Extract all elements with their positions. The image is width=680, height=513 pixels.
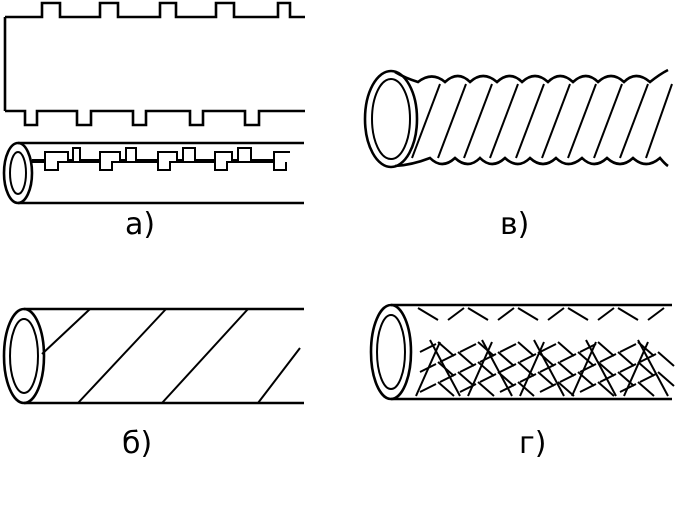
braid-strand <box>547 307 565 321</box>
braid-strand <box>419 383 437 393</box>
braid-strand <box>597 381 615 397</box>
braid-strand <box>539 343 557 353</box>
braid-strand <box>439 353 457 363</box>
braid-strand <box>457 371 475 387</box>
braid-strand <box>579 383 597 393</box>
figure-b: б) <box>2 307 304 461</box>
braid-strand <box>437 341 455 357</box>
braid-strand <box>597 361 615 377</box>
braid-strand <box>597 307 615 321</box>
braid-strand <box>619 343 637 353</box>
braid-strand <box>439 373 457 383</box>
braid-strand <box>577 351 595 367</box>
pipe-a-inner-corrugation-lower <box>32 161 287 171</box>
pipe-a-inner-corrugation <box>32 147 290 161</box>
braid-strand <box>637 381 655 397</box>
braid-strand <box>497 351 515 367</box>
braid-strand <box>447 307 465 321</box>
braid-strand <box>597 341 615 357</box>
braid-strand <box>579 343 597 353</box>
pipe-v-end-inner <box>371 78 411 160</box>
braid-strand <box>519 353 537 363</box>
braid-strand <box>585 339 617 397</box>
braid-strand <box>559 373 577 383</box>
braid-strand <box>539 383 557 393</box>
braid-strand <box>459 343 477 353</box>
braid-strand <box>617 307 639 321</box>
pipe-b-helix-stripe <box>41 308 91 355</box>
label-b: б) <box>122 426 152 461</box>
braid-strand <box>517 307 539 321</box>
braid-strand <box>479 373 497 383</box>
braid-strand <box>497 307 515 321</box>
pipe-v-stripe <box>593 83 623 159</box>
braid-strand <box>647 307 665 321</box>
pipe-v-stripe <box>515 83 545 159</box>
pipe-v-stripe <box>489 83 519 159</box>
braid-strand <box>639 373 657 383</box>
braid-strand <box>619 363 637 373</box>
pipe-v-stripe <box>567 83 597 159</box>
label-a: а) <box>125 207 155 242</box>
pipe-v-end-outer <box>363 69 419 169</box>
pipe-b-helix-stripe <box>161 308 249 404</box>
pipe-a-end-inner <box>9 151 27 195</box>
braid-strand <box>637 361 655 377</box>
braid-strand <box>499 343 517 353</box>
braid-strand <box>557 361 575 377</box>
profile-bottom-edge <box>5 109 305 127</box>
profile-top-edge <box>5 1 305 19</box>
braid-strand <box>429 339 461 397</box>
pipe-v-stripe <box>463 83 493 159</box>
pipe-g-braid <box>415 307 675 397</box>
braid-strand <box>517 341 535 357</box>
braid-strand <box>477 381 495 397</box>
pipe-v-stripe <box>411 83 441 159</box>
braid-strand <box>517 361 535 377</box>
braid-strand <box>467 307 489 321</box>
braid-strand <box>537 371 555 387</box>
pipe-b-end-inner <box>9 318 39 394</box>
label-g: г) <box>519 426 546 461</box>
braid-strand <box>567 307 589 321</box>
braid-strand <box>559 353 577 363</box>
braid-strand <box>533 339 565 397</box>
pipe-v-stripe <box>619 83 649 159</box>
braid-strand <box>417 307 439 321</box>
pipe-v-bottom-wave <box>394 156 669 168</box>
braid-strand <box>459 363 477 373</box>
label-v: в) <box>500 207 529 242</box>
braid-strand <box>517 381 535 397</box>
braid-strand <box>437 381 455 397</box>
pipe-g-end-inner <box>376 314 406 390</box>
pipe-v-stripe <box>541 83 571 159</box>
braid-strand <box>457 351 475 367</box>
figure-v: в) <box>363 68 673 242</box>
braid-strand <box>557 381 575 397</box>
braid-strand <box>599 373 617 383</box>
braid-strand <box>481 339 513 397</box>
braid-strand <box>477 361 495 377</box>
pipe-b-helix-stripe <box>77 308 167 404</box>
pipe-v-stripe <box>645 83 673 159</box>
braid-strand <box>557 341 575 357</box>
braid-strand <box>617 371 635 387</box>
braid-strand <box>657 351 675 367</box>
braid-strand <box>637 339 669 397</box>
braid-strand <box>617 351 635 367</box>
figure-a: а) <box>2 1 305 242</box>
pipe-v-stripe <box>437 83 467 159</box>
braid-strand <box>599 353 617 363</box>
figure-g: г) <box>369 303 675 461</box>
pipe-b-helix-stripe <box>257 347 301 404</box>
pipe-v-top-wave <box>394 68 669 84</box>
braid-strand <box>657 371 675 387</box>
braid-strand <box>499 363 517 373</box>
